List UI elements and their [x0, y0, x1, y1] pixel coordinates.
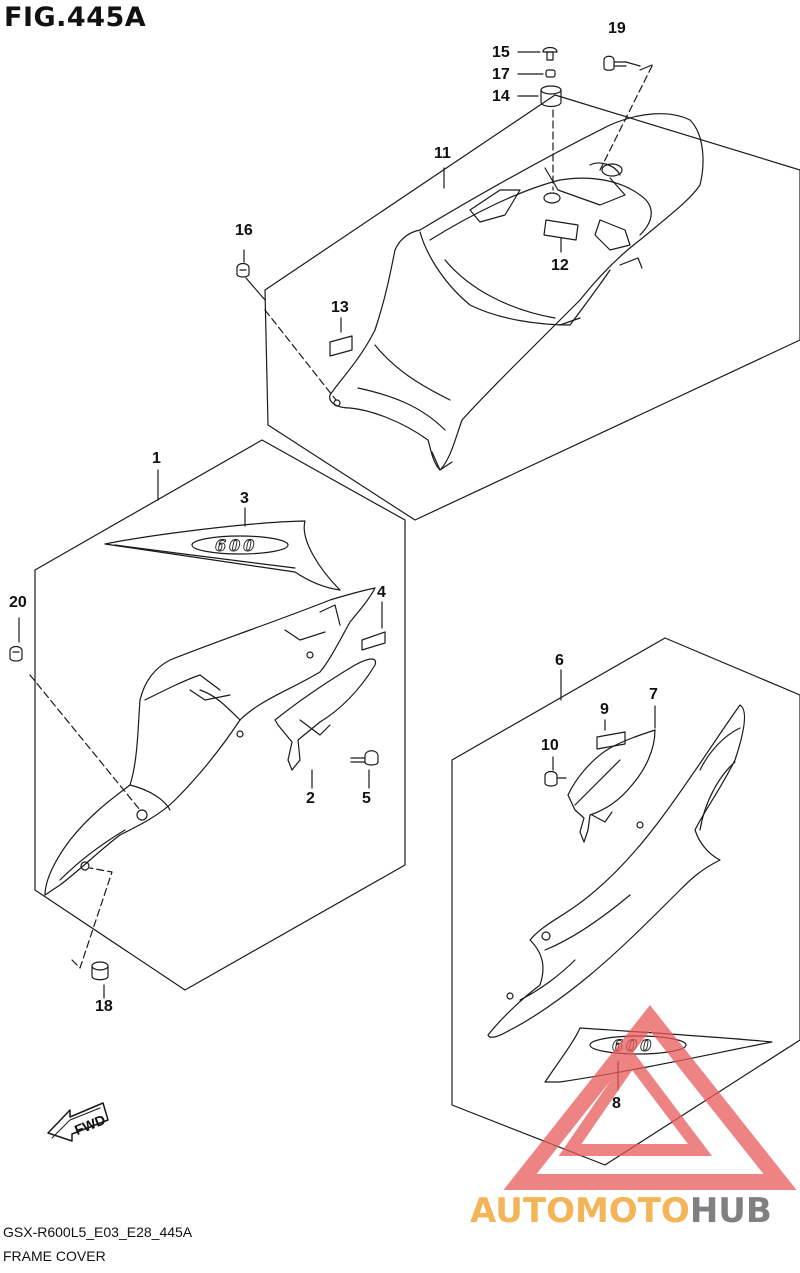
screw-part-15 — [542, 46, 558, 61]
label-part-4: 4 — [377, 584, 386, 601]
figure-name: FRAME COVER — [3, 1248, 106, 1264]
watermark-text-hub: HUB — [689, 1191, 772, 1231]
label-part-6: 6 — [555, 652, 564, 669]
label-part-11: 11 — [434, 145, 451, 162]
watermark-text: AUTOMOTOHUB — [470, 1191, 772, 1231]
decal-part-13 — [329, 335, 353, 357]
label-part-9: 9 — [600, 701, 609, 718]
label-part-13: 13 — [331, 299, 349, 316]
screw-part-5 — [350, 750, 379, 766]
label-part-14: 14 — [492, 88, 510, 105]
watermark-text-auto: AUTOMOTO — [470, 1191, 690, 1231]
decal-part-4 — [361, 631, 386, 651]
figure-title: FIG.445A — [4, 2, 147, 33]
group-6-frame — [451, 637, 800, 1166]
group-11-frame — [264, 94, 800, 521]
label-part-8: 8 — [612, 1095, 621, 1112]
group-1-frame — [34, 439, 406, 991]
trim-part-7 — [567, 729, 656, 843]
label-part-1: 1 — [152, 450, 161, 467]
bolt-part-19 — [603, 55, 627, 71]
label-part-18: 18 — [95, 998, 113, 1015]
grommet-part-14 — [540, 85, 562, 108]
decal-part-3 — [104, 520, 341, 591]
tail-cowl-part-11 — [329, 113, 704, 471]
label-part-10: 10 — [541, 737, 559, 754]
decal-part-9 — [596, 731, 626, 750]
frame-cover-part-6 — [487, 704, 746, 1038]
label-part-2: 2 — [306, 790, 315, 807]
decal-part-8 — [544, 1027, 773, 1083]
label-part-7: 7 — [649, 686, 658, 703]
label-part-19: 19 — [608, 20, 626, 37]
bolt-part-20 — [9, 645, 23, 662]
washer-part-17 — [545, 69, 556, 78]
grommet-part-18 — [91, 961, 109, 981]
figure-code: GSX-R600L5_E03_E28_445A — [3, 1224, 193, 1240]
bolt-part-10 — [544, 770, 567, 787]
bracket-part-2 — [274, 658, 377, 771]
label-part-3: 3 — [240, 490, 249, 507]
bolt-part-16 — [236, 262, 250, 278]
label-part-16: 16 — [235, 222, 253, 239]
label-part-12: 12 — [551, 257, 569, 274]
frame-cover-part-1 — [44, 587, 376, 896]
fwd-arrow-icon — [47, 1102, 109, 1142]
label-part-5: 5 — [362, 790, 371, 807]
decal-part-12 — [543, 219, 579, 241]
label-part-17: 17 — [492, 66, 510, 83]
label-part-20: 20 — [9, 594, 27, 611]
label-part-15: 15 — [492, 44, 510, 61]
watermark-logo-icon — [503, 1005, 797, 1190]
decal-text-part-3: 600 — [215, 536, 257, 555]
